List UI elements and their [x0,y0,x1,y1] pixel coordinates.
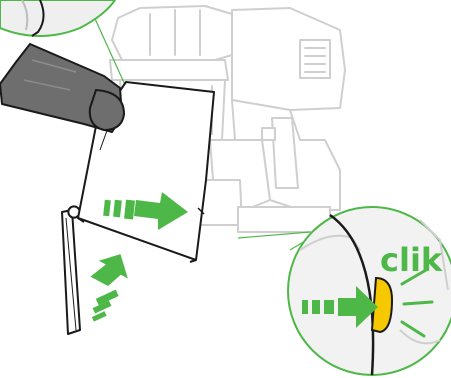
click-label: clik [380,241,443,279]
push-arrow-diagonal [90,247,136,322]
hand [0,44,124,132]
top-callout-circle [0,0,115,36]
bin-door [62,206,80,334]
click-latch-callout: clik [288,207,451,375]
